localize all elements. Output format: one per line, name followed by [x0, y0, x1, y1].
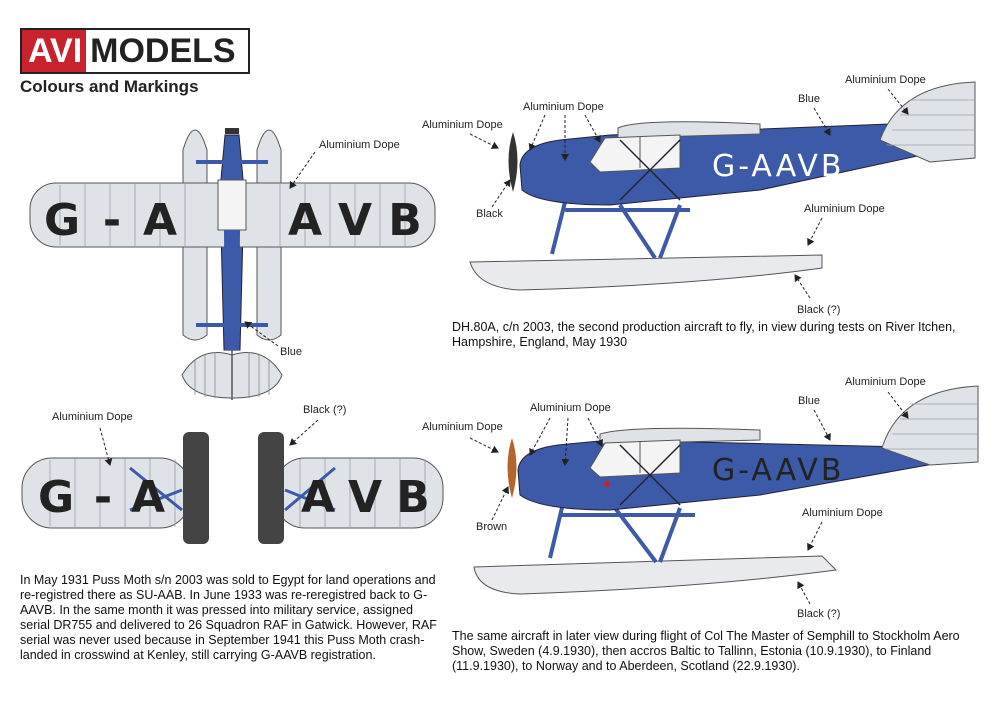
- side2-wing: [599, 427, 761, 445]
- logo-avi-text: AVI: [22, 30, 87, 72]
- bottom-wing-right-root: [258, 432, 284, 544]
- bottom-wing-left-root: [183, 432, 209, 544]
- side-view-2-plane: G-AAVB: [469, 385, 979, 605]
- side1-propeller: [508, 132, 518, 192]
- top-view-reg-letter-a2: A: [288, 195, 322, 246]
- side1-fin: [879, 81, 976, 163]
- side2-roundel: [604, 481, 610, 487]
- top-view-cabin-panel: [217, 179, 247, 231]
- top-view-dope-label: Aluminium Dope: [319, 139, 400, 151]
- page-title: Colours and Markings: [20, 77, 199, 96]
- history-paragraph: In May 1931 Puss Moth s/n 2003 was sold …: [20, 573, 437, 662]
- bottom-reg-letter-a1: A: [131, 472, 165, 523]
- side2-tail-dope-label: Aluminium Dope: [845, 376, 926, 388]
- side1-blue-label: Blue: [798, 93, 821, 105]
- side2-float-bottom-label: Black (?): [797, 608, 841, 620]
- side2-fin: [881, 385, 979, 466]
- bottom-reg-letter-v: V: [348, 472, 382, 523]
- top-view-reg-letter-dash: -: [103, 195, 121, 246]
- bottom-wing-black-label: Black (?): [303, 404, 347, 416]
- bottom-wing-dope-label: Aluminium Dope: [52, 411, 133, 423]
- side2-caption: The same aircraft in later view during f…: [452, 629, 960, 673]
- logo-models-text: MODELS: [90, 32, 236, 70]
- side1-float-dope-label: Aluminium Dope: [804, 203, 885, 215]
- bottom-reg-letter-b: B: [396, 472, 430, 523]
- top-view-plane: G - A A V B: [29, 128, 436, 400]
- side-view-1-plane: G-AAVB: [469, 81, 976, 299]
- side1-tail-dope-label: Aluminium Dope: [845, 74, 926, 86]
- side1-prop-label: Black: [476, 208, 503, 220]
- side2-blue-label: Blue: [798, 395, 821, 407]
- bottom-wing-view: G - A A V B: [21, 419, 444, 544]
- side1-registration: G-AAVB: [712, 149, 844, 184]
- side2-float: [473, 555, 838, 595]
- side2-registration: G-AAVB: [712, 453, 844, 488]
- top-view-reg-letter-v: V: [338, 195, 372, 246]
- side1-nose-dope-label: Aluminium Dope: [422, 119, 503, 131]
- top-view-reg-letter-g: G: [44, 195, 80, 246]
- side2-propeller: [507, 438, 517, 498]
- bottom-reg-letter-a2: A: [301, 472, 335, 523]
- top-view-reg-letter-a1: A: [143, 195, 177, 246]
- side1-float-bottom-label: Black (?): [797, 304, 841, 316]
- side1-caption: DH.80A, c/n 2003, the second production …: [452, 320, 956, 349]
- side2-nose-dope-label: Aluminium Dope: [422, 421, 503, 433]
- side2-cabin-dope-label: Aluminium Dope: [530, 402, 611, 414]
- side2-prop-label: Brown: [476, 521, 508, 533]
- side2-float-dope-label: Aluminium Dope: [802, 507, 883, 519]
- avi-models-logo: AVI MODELS: [20, 28, 250, 74]
- bottom-reg-letter-g: G: [38, 472, 74, 523]
- side1-wing: [617, 121, 761, 139]
- top-view-propeller: [225, 128, 239, 134]
- side1-float: [469, 254, 823, 291]
- side1-cabin-dope-label: Aluminium Dope: [523, 101, 604, 113]
- top-view-reg-letter-b: B: [388, 195, 422, 246]
- top-view-blue-label: Blue: [280, 346, 303, 358]
- bottom-reg-letter-dash: -: [94, 472, 112, 523]
